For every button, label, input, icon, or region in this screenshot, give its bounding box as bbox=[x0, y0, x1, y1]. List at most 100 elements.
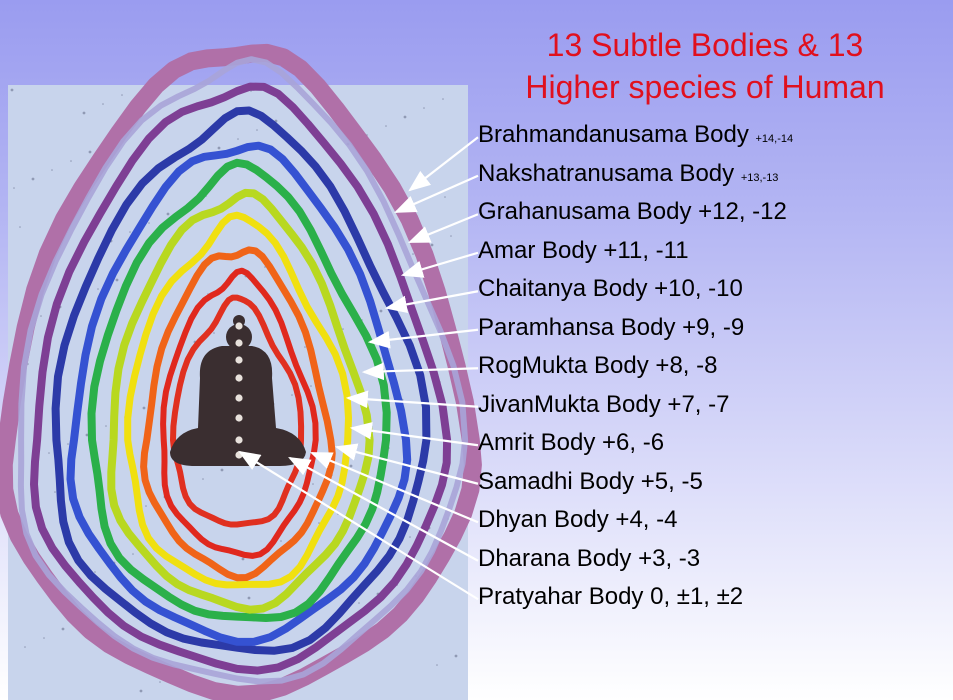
paper-speck bbox=[121, 94, 123, 96]
body-level: +5, -5 bbox=[641, 468, 703, 495]
paper-speck bbox=[105, 425, 107, 427]
paper-speck bbox=[148, 222, 150, 224]
body-level: +12, -12 bbox=[698, 198, 787, 225]
paper-speck bbox=[62, 628, 65, 631]
body-name: Brahmandanusama Body bbox=[478, 121, 756, 148]
paper-speck bbox=[140, 690, 143, 693]
body-level: +11, -11 bbox=[603, 237, 688, 264]
body-item: Dhyan Body +4, -4 bbox=[478, 501, 793, 540]
paper-speck bbox=[385, 125, 387, 127]
paper-speck bbox=[248, 597, 251, 600]
paper-speck bbox=[97, 288, 99, 290]
paper-speck bbox=[213, 332, 215, 334]
paper-speck bbox=[143, 407, 146, 410]
chakra-dot bbox=[235, 394, 242, 401]
body-name: Dharana Body bbox=[478, 545, 638, 572]
body-level: +3, -3 bbox=[638, 545, 700, 572]
paper-speck bbox=[455, 655, 458, 658]
paper-speck bbox=[51, 169, 53, 171]
body-level: +10, -10 bbox=[654, 275, 743, 302]
chakra-dot bbox=[235, 322, 242, 329]
paper-speck bbox=[256, 129, 258, 131]
paper-speck bbox=[350, 465, 353, 468]
paper-speck bbox=[399, 301, 401, 303]
paper-speck bbox=[129, 231, 131, 233]
body-name: Nakshatranusama Body bbox=[478, 160, 741, 187]
body-name: JivanMukta Body bbox=[478, 391, 667, 418]
paper-speck bbox=[145, 505, 147, 507]
paper-speck bbox=[94, 571, 96, 573]
body-level: +14,-14 bbox=[756, 133, 794, 145]
chakra-dot bbox=[235, 374, 242, 381]
paper-speck bbox=[89, 151, 92, 154]
body-item: Brahmandanusama Body +14,-14 bbox=[478, 116, 793, 155]
body-name: RogMukta Body bbox=[478, 352, 655, 379]
body-name: Chaitanya Body bbox=[478, 275, 654, 302]
paper-speck bbox=[116, 279, 119, 282]
paper-speck bbox=[218, 147, 221, 150]
paper-speck bbox=[342, 328, 344, 330]
body-item: Chaitanya Body +10, -10 bbox=[478, 270, 793, 309]
paper-speck bbox=[444, 196, 446, 198]
chakra-dot bbox=[235, 436, 242, 443]
body-name: Dhyan Body bbox=[478, 506, 615, 533]
paper-speck bbox=[280, 540, 282, 542]
body-level: +8, -8 bbox=[655, 352, 717, 379]
paper-speck bbox=[202, 478, 204, 480]
body-name: Grahanusama Body bbox=[478, 198, 698, 225]
paper-speck bbox=[312, 483, 314, 485]
paper-speck bbox=[380, 310, 383, 313]
paper-speck bbox=[436, 664, 438, 666]
paper-speck bbox=[412, 253, 414, 255]
body-item: Samadhi Body +5, -5 bbox=[478, 463, 793, 502]
paper-speck bbox=[409, 536, 411, 538]
paper-speck bbox=[24, 646, 26, 648]
body-item: Amar Body +11, -11 bbox=[478, 232, 793, 271]
paper-speck bbox=[40, 315, 42, 317]
body-item: Amrit Body +6, -6 bbox=[478, 424, 793, 463]
paper-speck bbox=[48, 452, 50, 454]
paper-speck bbox=[221, 469, 224, 472]
painting bbox=[4, 53, 473, 700]
paper-speck bbox=[159, 681, 161, 683]
paper-speck bbox=[450, 235, 452, 237]
paper-speck bbox=[310, 385, 312, 387]
paper-speck bbox=[132, 553, 134, 555]
body-item: RogMukta Body +8, -8 bbox=[478, 347, 793, 386]
body-level: +7, -7 bbox=[667, 391, 729, 418]
body-item: Nakshatranusama Body +13,-13 bbox=[478, 155, 793, 194]
body-name: Amrit Body bbox=[478, 429, 602, 456]
paper-speck bbox=[242, 558, 245, 561]
body-item: Grahanusama Body +12, -12 bbox=[478, 193, 793, 232]
paper-speck bbox=[83, 112, 86, 115]
paper-speck bbox=[43, 637, 45, 639]
paper-speck bbox=[291, 394, 293, 396]
paper-speck bbox=[304, 346, 306, 348]
paper-speck bbox=[70, 160, 72, 162]
body-item: Paramhansa Body +9, -9 bbox=[478, 309, 793, 348]
paper-speck bbox=[13, 187, 15, 189]
paper-speck bbox=[423, 107, 425, 109]
paper-speck bbox=[11, 89, 14, 92]
paper-speck bbox=[237, 138, 239, 140]
body-level: +4, -4 bbox=[615, 506, 677, 533]
paper-speck bbox=[54, 491, 56, 493]
paper-speck bbox=[431, 244, 434, 247]
body-name: Samadhi Body bbox=[478, 468, 641, 495]
paper-speck bbox=[102, 103, 104, 105]
body-item: JivanMukta Body +7, -7 bbox=[478, 386, 793, 425]
chakra-dot bbox=[235, 356, 242, 363]
body-level: +9, -9 bbox=[682, 314, 744, 341]
chakra-dot bbox=[235, 339, 242, 346]
body-name: Pratyahar Body bbox=[478, 583, 650, 610]
chakra-dot bbox=[235, 414, 242, 421]
body-item: Pratyahar Body 0, ±1, ±2 bbox=[478, 578, 793, 617]
paper-speck bbox=[19, 226, 21, 228]
paper-speck bbox=[32, 178, 35, 181]
paper-speck bbox=[358, 602, 360, 604]
body-level: +6, -6 bbox=[602, 429, 664, 456]
paper-speck bbox=[404, 116, 407, 119]
paper-speck bbox=[67, 443, 69, 445]
